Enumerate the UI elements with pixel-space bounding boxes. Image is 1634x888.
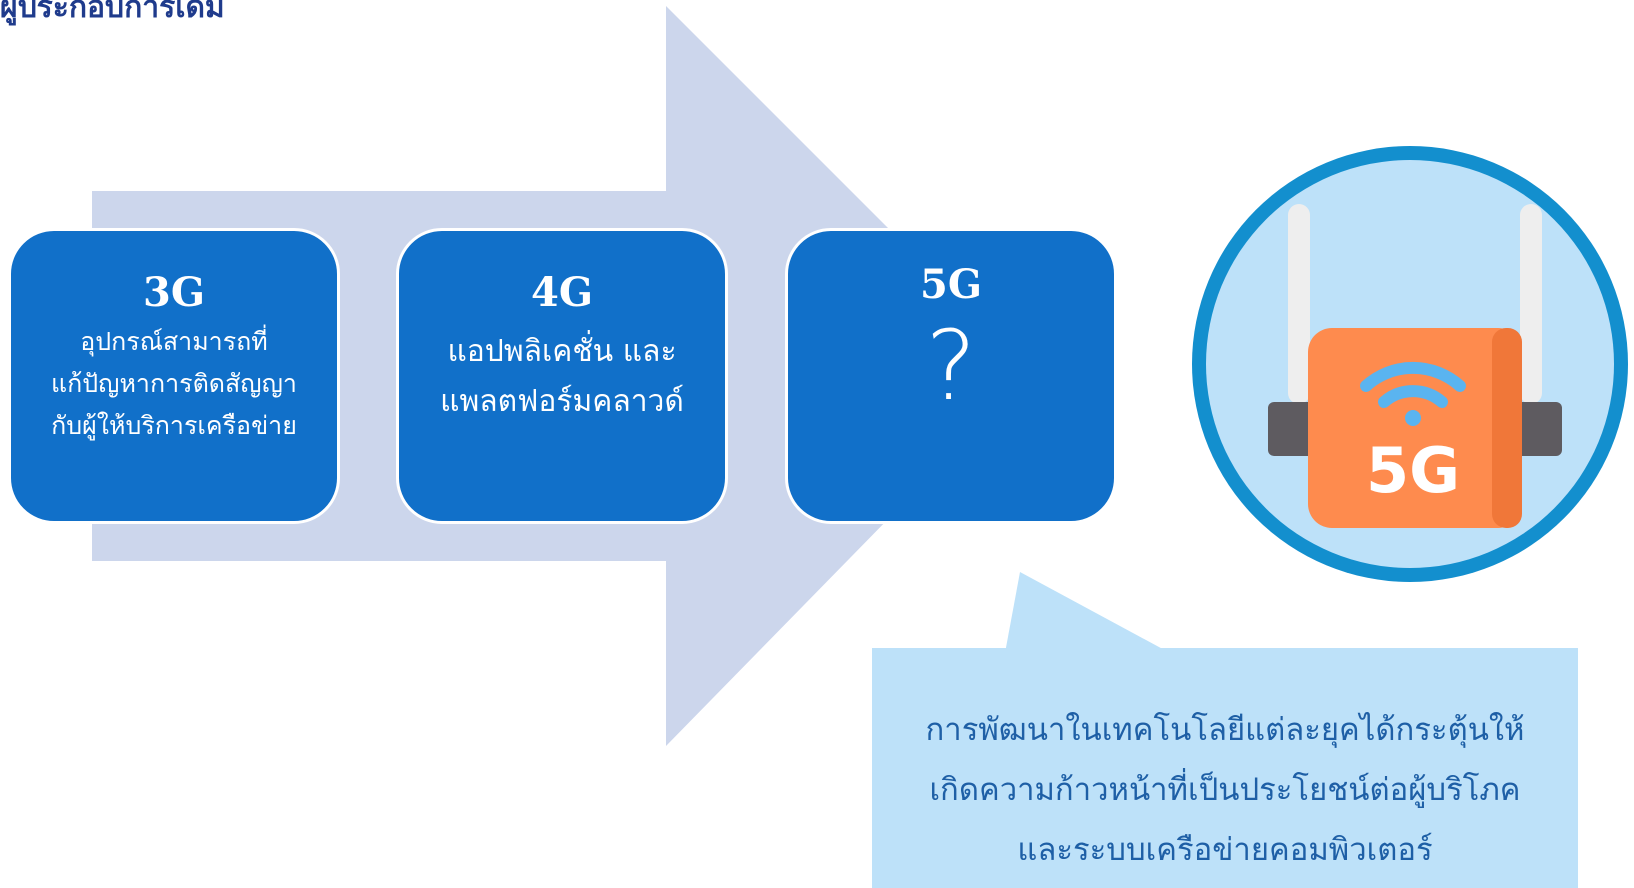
question-mark: ? — [925, 310, 977, 422]
card-3g-title: 3G — [143, 269, 205, 316]
card-4g-line-2: แพลตฟอร์มคลาวด์ — [440, 384, 684, 419]
callout-line-1: การพัฒนาในเทคโนโลยีแต่ละยุคได้กระตุ้นให้ — [925, 712, 1525, 748]
router-label: 5G — [1366, 434, 1460, 507]
card-4g-title: 4G — [531, 269, 593, 316]
page-title: ผู้ประกอบการเดิม — [0, 0, 225, 25]
card-3g: 3G อุปกรณ์สามารถที่ แก้ปัญหาการติดสัญญา … — [8, 228, 340, 524]
callout-line-2: เกิดความก้าวหน้าที่เป็นประโยชน์ต่อผู้บริ… — [929, 772, 1521, 808]
card-5g-title: 5G — [920, 261, 982, 308]
card-3g-line-1: อุปกรณ์สามารถที่ — [80, 327, 268, 356]
callout-line-3: และระบบเครือข่ายคอมพิวเตอร์ — [1017, 832, 1433, 868]
card-5g: 5G ? — [785, 228, 1117, 524]
card-3g-line-3: กับผู้ให้บริการเครือข่าย — [51, 411, 297, 440]
callout-box: การพัฒนาในเทคโนโลยีแต่ละยุคได้กระตุ้นให้… — [872, 648, 1578, 888]
card-3g-line-2: แก้ปัญหาการติดสัญญา — [51, 369, 297, 398]
card-4g: 4G แอปพลิเคชั่น และ แพลตฟอร์มคลาวด์ — [396, 228, 728, 524]
card-4g-line-1: แอปพลิเคชั่น และ — [447, 334, 677, 369]
5g-router-icon: 5G — [1170, 140, 1634, 592]
